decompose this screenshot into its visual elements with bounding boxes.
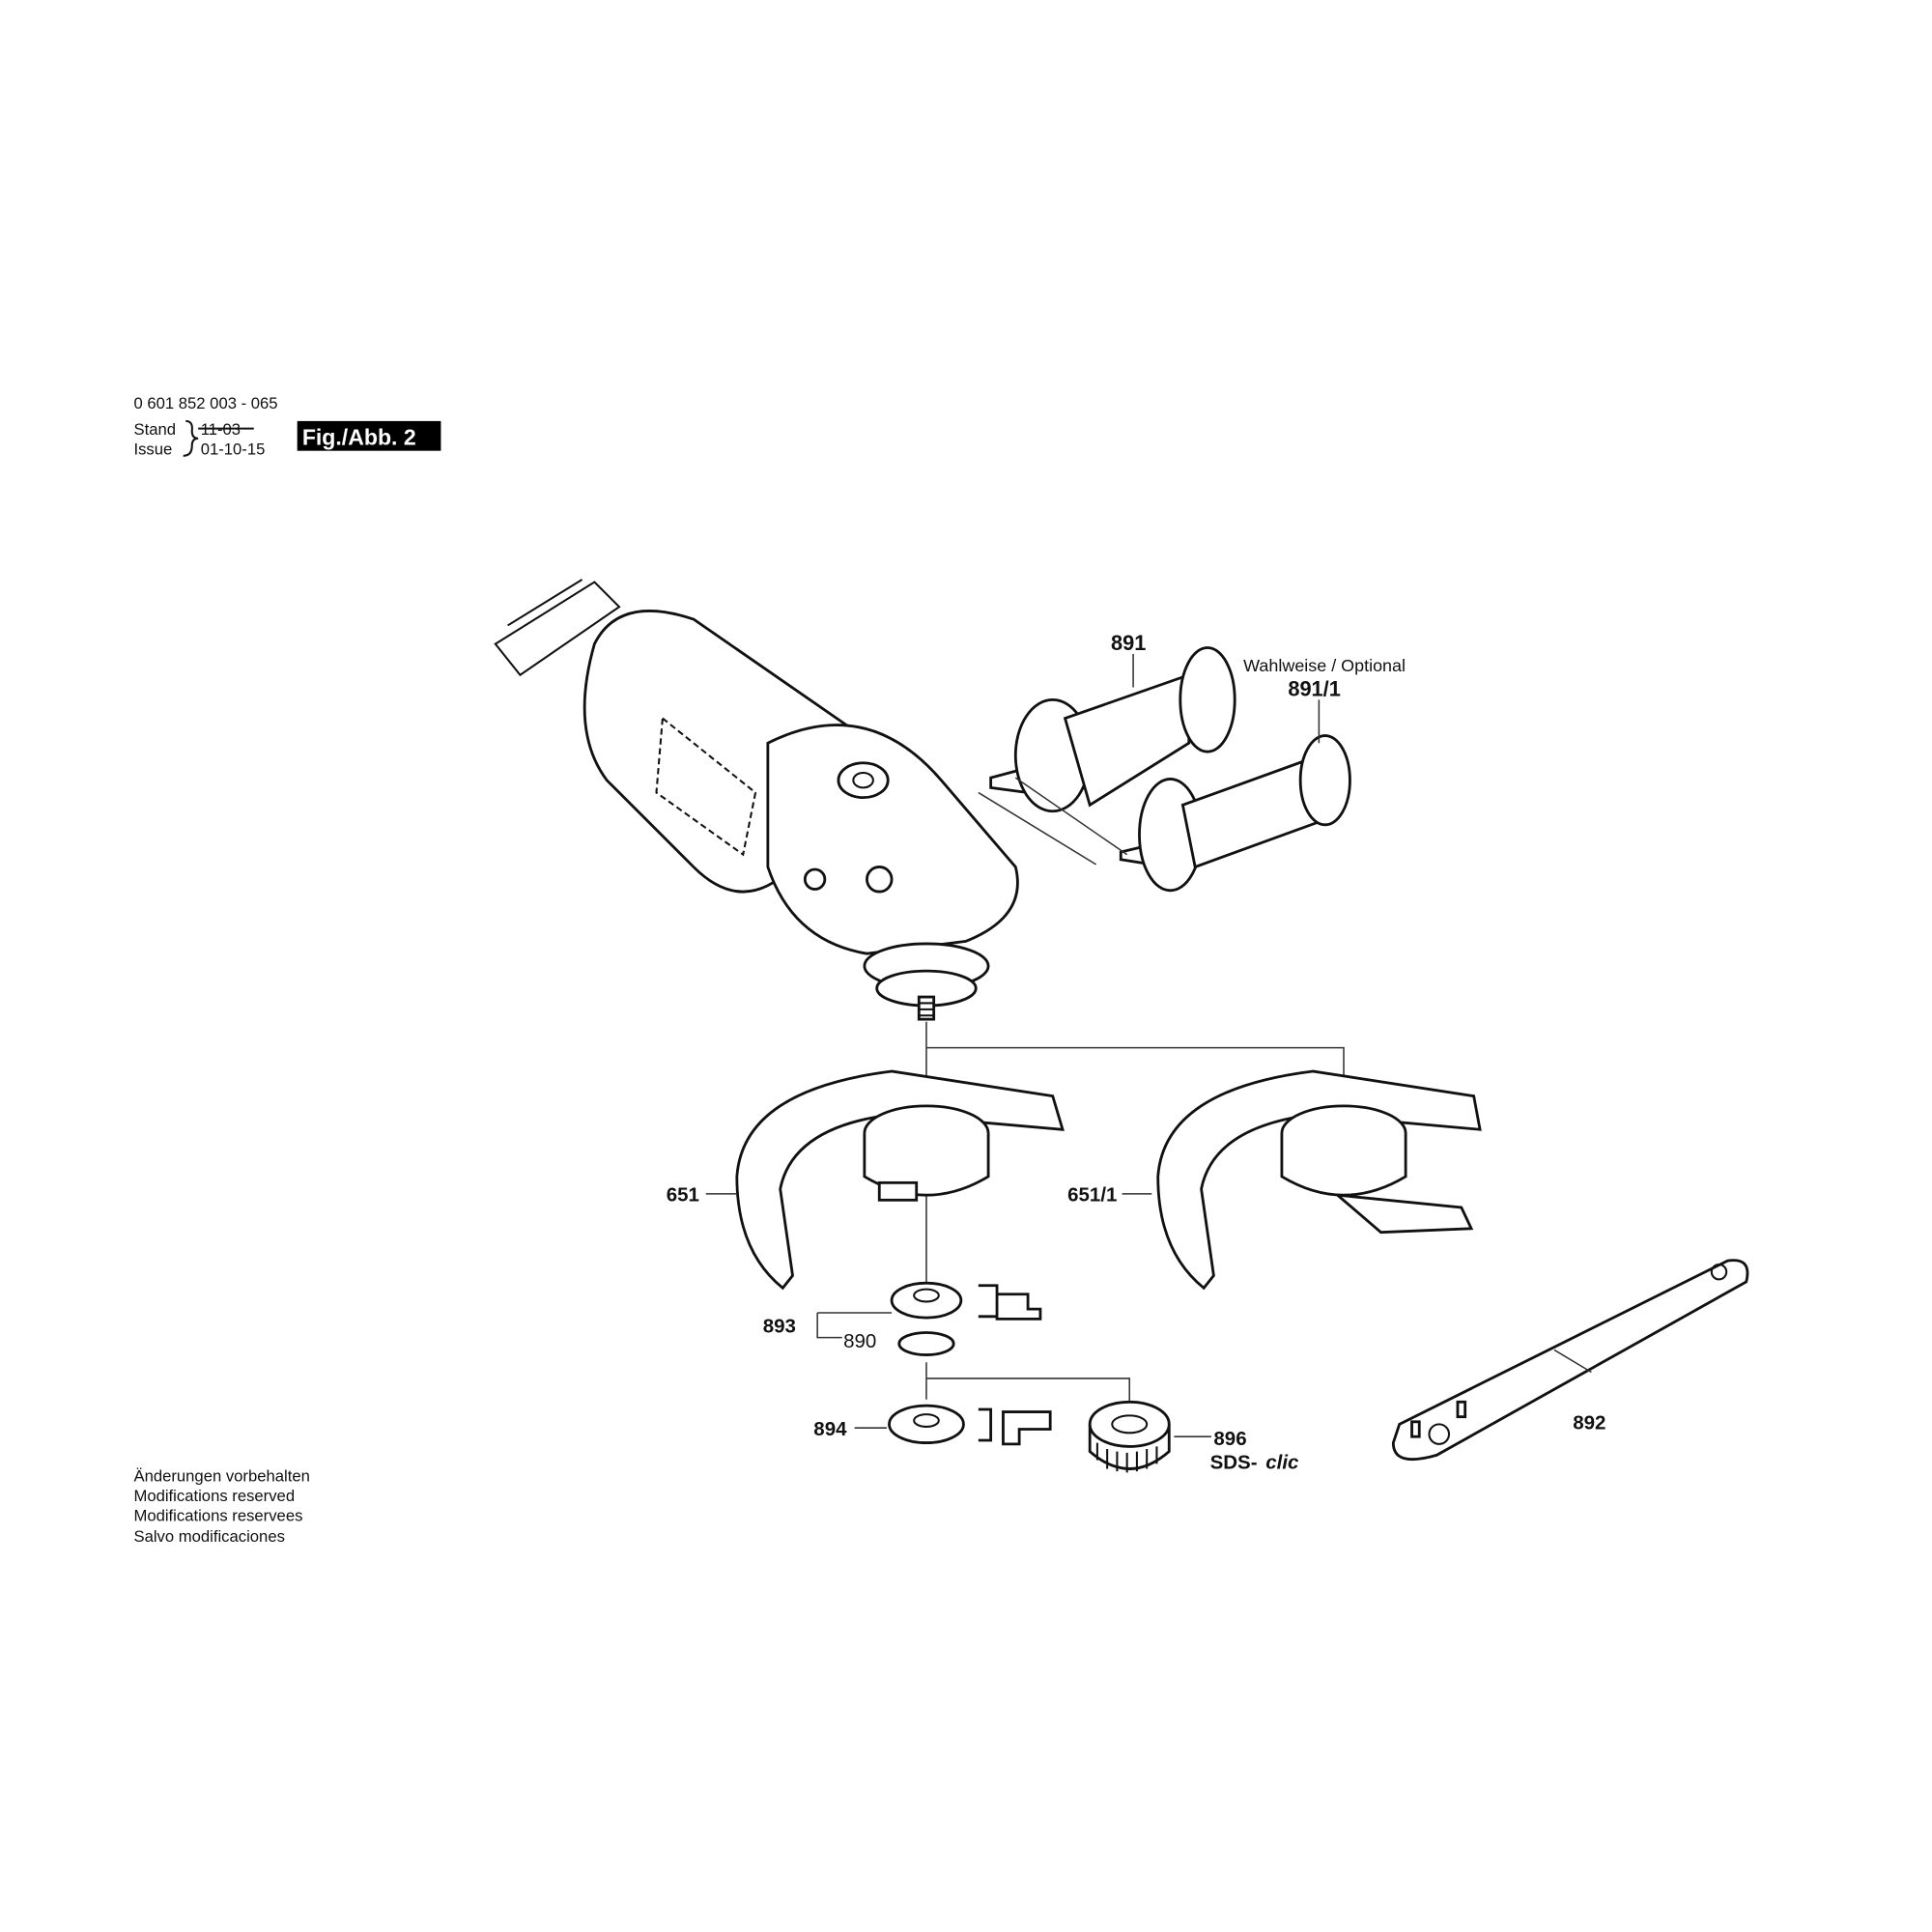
figure-badge [297,420,441,451]
part-number: 0 601 852 003 - 065 [133,394,277,412]
clamping-nut-894 [888,1404,1052,1446]
footer-line-es: Salvo modificaciones [133,1527,284,1546]
callout-896: 896 [1213,1428,1246,1450]
optional-note: Wahlweise / Optional [1243,656,1406,675]
footer-line-en: Modifications reserved [133,1487,295,1505]
brace-icon [183,419,199,457]
callout-894: 894 [813,1418,847,1440]
callout-890: 890 [843,1330,876,1352]
issue-date: 01-10-15 [201,440,266,459]
callout-651-1: 651/1 [1067,1184,1117,1207]
auxiliary-handle-891-1 [1119,734,1351,893]
callout-891-1: 891/1 [1288,677,1341,701]
auxiliary-handle-891 [989,646,1236,813]
footer-line-de: Änderungen vorbehalten [133,1466,309,1485]
issue-label: Issue [133,440,172,459]
figure-label: Fig./Abb. 2 [302,424,416,449]
callout-651: 651 [667,1184,699,1207]
callout-893: 893 [763,1315,796,1337]
protective-guard-651 [735,1069,1065,1291]
callout-892: 892 [1573,1411,1605,1434]
angle-grinder-drawing [494,579,1019,1021]
sds-prefix: SDS- [1210,1452,1258,1474]
footer-line-fr: Modifications reservees [133,1506,302,1524]
protective-guard-651-1 [1156,1069,1482,1291]
callout-891: 891 [1111,631,1146,655]
sds-clic-logo: clic [1265,1452,1299,1474]
stand-label: Stand [133,420,176,439]
mounting-flange-893 [890,1281,1042,1356]
quick-clamping-nut-896 [1088,1400,1171,1473]
